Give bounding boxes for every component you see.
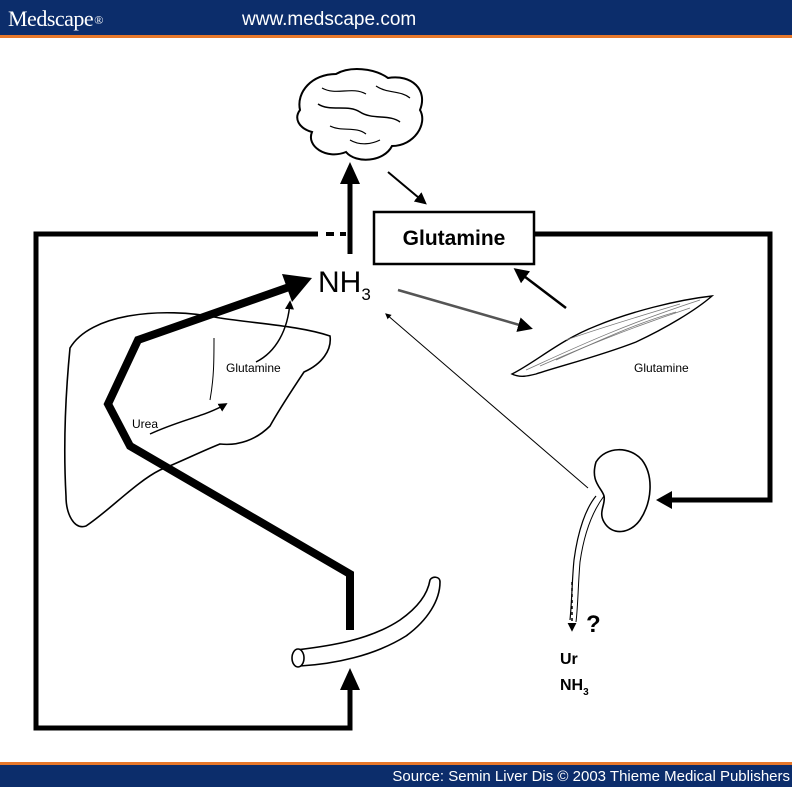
nh3-to-muscle-arrow — [397, 288, 533, 332]
liver-glutamine-label: Glutamine — [226, 361, 281, 375]
portal-ammonia-arrow — [103, 274, 354, 630]
header-bar: Medscape® www.medscape.com — [0, 0, 792, 38]
gut-inflow-arrowhead — [340, 668, 360, 690]
glutamine-box-label: Glutamine — [403, 227, 506, 250]
circulation-loop — [33, 231, 773, 731]
footer-bar: Source: Semin Liver Dis © 2003 Thieme Me… — [0, 762, 792, 787]
urine-nh3-label: NH3 — [560, 677, 589, 698]
kidney-icon — [569, 448, 651, 623]
muscle-glutamine-label: Glutamine — [634, 361, 689, 375]
question-mark: ? — [586, 611, 601, 638]
liver-urea-label: Urea — [132, 417, 158, 431]
liver-glutamine-to-nh3-arrow — [255, 300, 294, 363]
liver-urea-arrow — [149, 403, 228, 435]
kidney-to-nh3-arrow — [385, 313, 589, 489]
source-citation: Source: Semin Liver Dis © 2003 Thieme Me… — [392, 768, 790, 785]
glutamine-box: Glutamine — [372, 210, 536, 266]
brand-name: Medscape — [8, 6, 94, 31]
intestine-icon — [291, 576, 441, 668]
nh3-label: NH3 — [318, 266, 371, 304]
muscle-icon — [510, 295, 715, 377]
urine-urea-label: Ur — [560, 651, 578, 668]
brand-registered-mark: ® — [94, 13, 103, 27]
brain-to-glutamine-arrow — [387, 171, 427, 205]
liver-icon — [64, 311, 331, 528]
site-url[interactable]: www.medscape.com — [242, 9, 417, 30]
kidney-inflow-arrowhead — [656, 491, 672, 509]
nh3-to-brain-arrow — [340, 162, 360, 254]
muscle-to-glutamine-arrow — [513, 268, 567, 309]
medscape-logo[interactable]: Medscape® — [8, 6, 103, 32]
brain-icon — [296, 68, 424, 161]
